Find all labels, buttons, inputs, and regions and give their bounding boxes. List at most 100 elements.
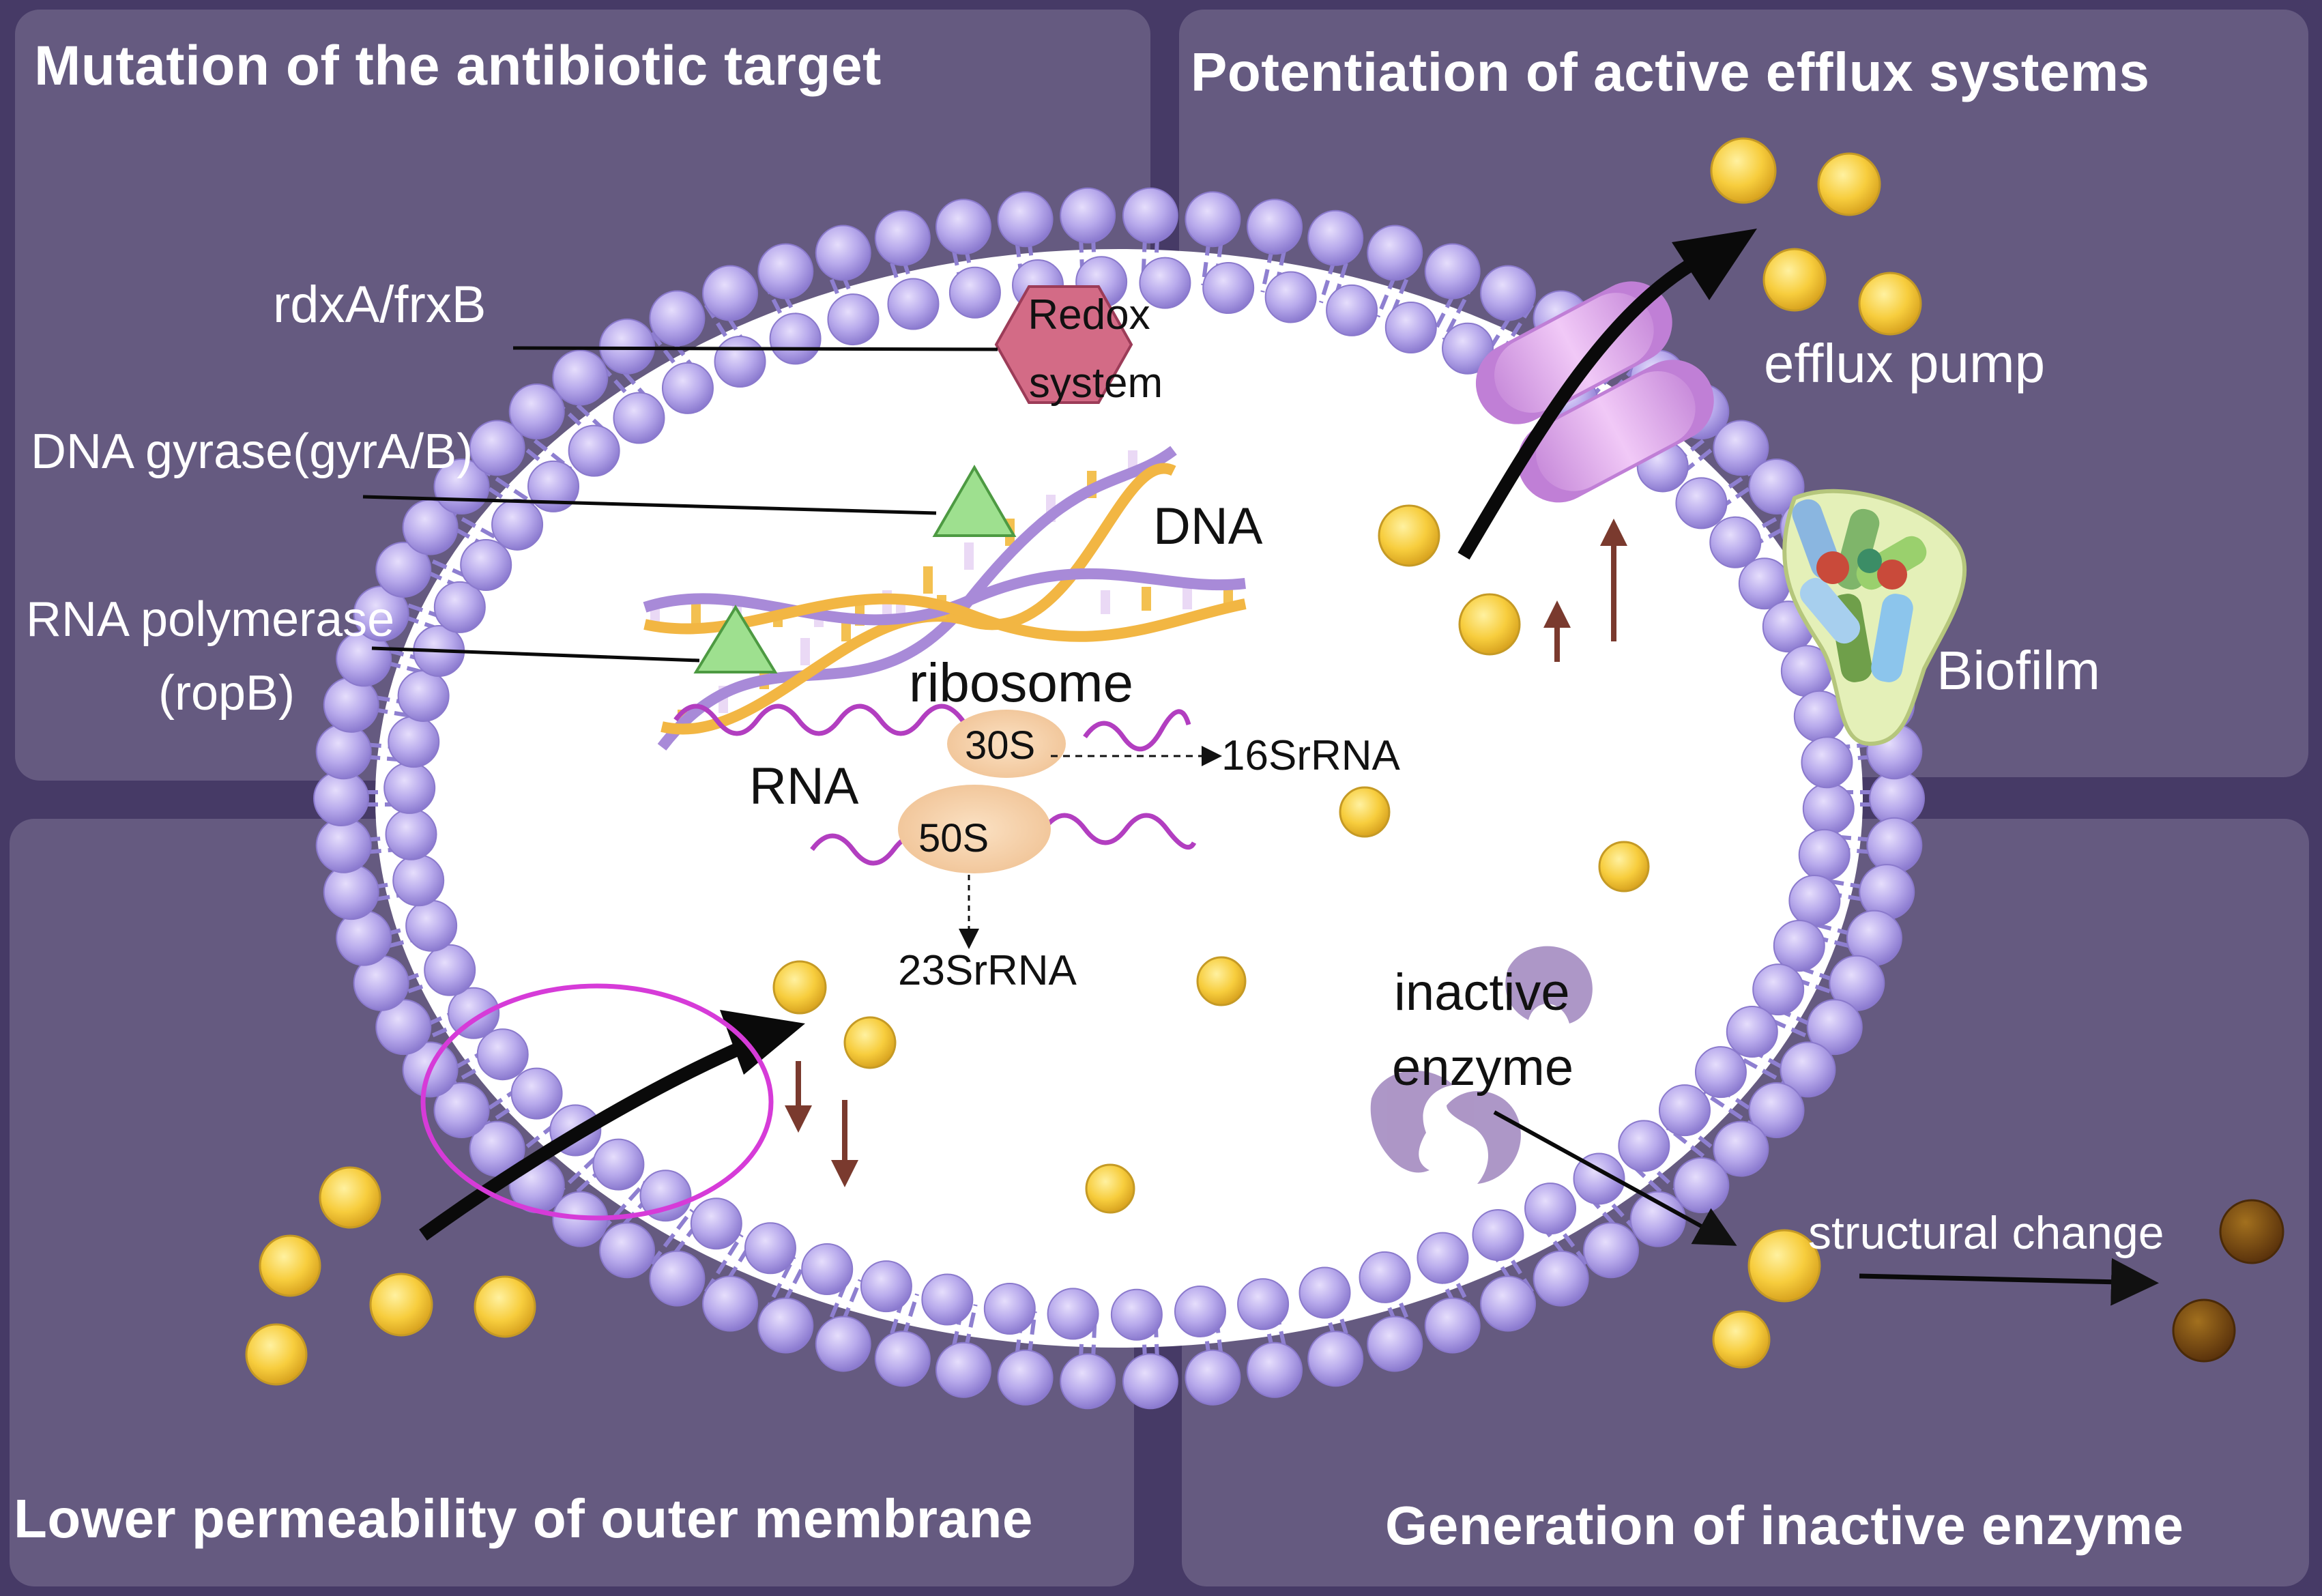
antibiotic-molecule — [1710, 137, 1777, 204]
lipid-head — [1359, 1251, 1411, 1303]
lipid-head — [397, 669, 450, 722]
lipid-head — [527, 460, 580, 512]
lipid-head — [827, 293, 880, 346]
lipid-head — [392, 854, 445, 907]
antibiotic-molecule — [1598, 841, 1650, 893]
antibiotic-molecule — [1762, 248, 1827, 312]
ribosome-30s — [947, 710, 1066, 778]
lipid-head — [599, 1222, 656, 1279]
lipid-head — [1748, 1082, 1805, 1138]
inactive-enzyme-label-line1: inactive — [1394, 963, 1570, 1021]
antibiotic-molecule — [1378, 504, 1440, 567]
lipid-head — [460, 538, 512, 591]
lipid-head — [1326, 284, 1378, 336]
lipid-head — [1307, 1331, 1364, 1387]
lipid-head — [1424, 1297, 1481, 1354]
lipid-head — [1442, 322, 1494, 375]
antibiotic-molecule — [772, 960, 827, 1015]
antibiotic-molecules — [245, 137, 1922, 1386]
lipid-head — [702, 265, 758, 321]
lipid-head — [1247, 1341, 1303, 1398]
antibiotic-molecule — [474, 1275, 536, 1338]
antibiotic-molecule — [369, 1273, 433, 1337]
lipid-head — [1673, 1157, 1730, 1213]
lipid-head — [476, 1028, 529, 1081]
lipid-head — [433, 581, 486, 633]
lipid-head — [714, 336, 766, 388]
lipid-head — [1748, 459, 1805, 515]
antibiotic-molecule — [1458, 593, 1521, 656]
ribosome-30s-label: 30S — [965, 723, 1035, 768]
lipid-head — [405, 899, 458, 952]
antibiotic-molecule — [259, 1234, 321, 1297]
lipid-head — [860, 1260, 912, 1313]
biofilm-icon — [1782, 489, 1967, 746]
lipid-head — [1202, 262, 1255, 315]
lipid-head — [649, 1250, 706, 1307]
enzyme-action-arrow — [1493, 1110, 1737, 1246]
antibiotic-molecule — [245, 1323, 308, 1386]
lipid-head — [1110, 1288, 1163, 1341]
lipid-head — [1802, 783, 1855, 835]
ribosome-50s — [898, 785, 1051, 873]
cytoplasm — [375, 249, 1863, 1348]
lipid-head — [1713, 420, 1769, 476]
lipid-head — [1773, 919, 1825, 972]
antibiotic-molecule — [1858, 272, 1922, 336]
efflux-pump-label: efflux pump — [1764, 333, 2045, 394]
efflux-up-arrows — [1543, 519, 1627, 662]
lipid-head — [1367, 224, 1423, 281]
lipid-head — [744, 1222, 796, 1275]
structural-change-arrow — [1859, 1258, 2159, 1306]
antibiotic-molecule — [1339, 786, 1391, 838]
antibiotic-molecule — [1747, 1229, 1821, 1303]
rna-label: RNA — [749, 757, 859, 815]
lipid-head — [491, 498, 544, 551]
permeability-highlight — [420, 983, 774, 1221]
rna-polymerase-label-line1: RNA polymerase — [26, 592, 394, 647]
lipid-head — [1047, 1288, 1099, 1340]
inactivated-antibiotic — [2219, 1199, 2284, 1264]
structural-change-label: structural change — [1808, 1207, 2164, 1259]
lipid-head — [997, 191, 1054, 248]
lipid-head — [1658, 1084, 1711, 1137]
lipid-head — [1298, 1266, 1351, 1319]
lipid-head — [1726, 1006, 1778, 1058]
lipid-head — [1384, 302, 1437, 354]
lipid-head — [388, 716, 440, 768]
lipid-head — [1675, 477, 1728, 529]
lipid-head — [1866, 817, 1923, 873]
permeability-entry-arrow — [419, 1010, 805, 1241]
permeability-down-arrows — [785, 1061, 858, 1187]
lipid-head — [997, 1349, 1054, 1406]
title-inactive-enzyme: Generation of inactive enzyme — [1385, 1495, 2184, 1556]
lipid-head — [613, 392, 665, 444]
title-outer-membrane: Lower permeability of outer membrane — [14, 1488, 1033, 1549]
inactive-enzyme-icon — [1370, 946, 1593, 1184]
lipid-head — [1472, 1208, 1524, 1261]
lipid-head — [1713, 1120, 1769, 1177]
redox-system-hexagon — [994, 285, 1133, 404]
lipid-head — [874, 1331, 931, 1387]
dna-gyrase-label: DNA gyrase(gyrA/B) — [31, 424, 473, 479]
antibiotic-molecule — [843, 1016, 897, 1069]
lipid-head — [1694, 1046, 1747, 1099]
lipid-head — [887, 278, 940, 330]
lipid-head — [1573, 1152, 1625, 1205]
ribosome-50s-label: 50S — [918, 816, 989, 860]
efflux-export-arrow — [1457, 229, 1757, 560]
lipid-head — [1738, 557, 1790, 610]
lipid-head — [1264, 271, 1317, 323]
lipid-head — [1806, 999, 1863, 1056]
lipid-head — [1237, 1278, 1290, 1331]
lipid-head — [1752, 963, 1805, 1016]
lipid-head — [1424, 243, 1481, 300]
lipid-head — [1480, 265, 1536, 321]
lipid-head — [639, 1170, 692, 1222]
rdxa-label: rdxA/frxB — [273, 276, 487, 334]
lipid-head — [1122, 187, 1178, 244]
lipid-tail — [650, 1208, 694, 1265]
dna-label: DNA — [1153, 497, 1263, 555]
rna-polymerase-label-line2: (ropB) — [158, 666, 295, 721]
